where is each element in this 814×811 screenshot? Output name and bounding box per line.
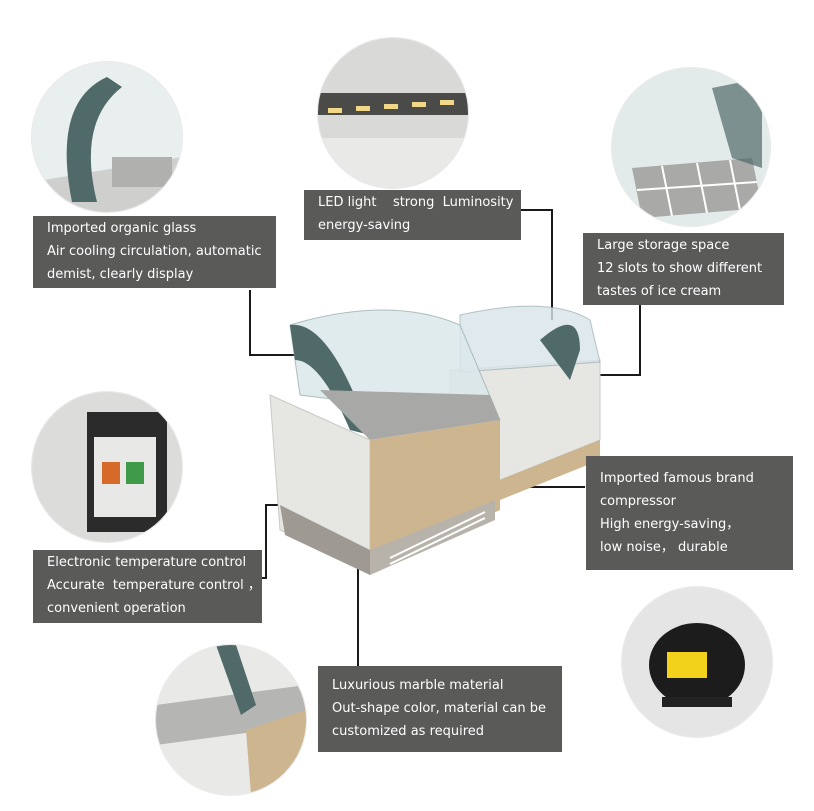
compressor-image [622,587,772,737]
ice-cream-display-cabinet-image [269,305,601,575]
feature-callout-storage: Large storage space 12 slots to show dif… [583,233,784,305]
feature-callout-glass: Imported organic glass Air cooling circu… [33,216,276,288]
feature-compressor-line: compressor [600,494,676,509]
feature-callout-compressor: Imported famous brand compressor High en… [586,456,793,570]
feature-temperature-title: Electronic temperature control [47,555,247,570]
feature-glass-title: Imported organic glass [47,221,197,236]
feature-temperature-line: Accurate temperature control ， [47,578,261,593]
temperature-control-panel-image [32,392,182,542]
feature-led-line: energy-saving [318,218,411,233]
feature-marble-line: customized as required [332,724,485,739]
feature-temperature-line: convenient operation [47,601,186,616]
feature-callout-led: LED light strong Luminosity energy-savin… [304,190,521,240]
leader-line-led [520,209,553,320]
led-light-detail-image [318,38,468,188]
feature-led-title: LED light strong Luminosity [318,195,514,210]
feature-glass-line: demist, clearly display [47,267,194,282]
feature-marble-title: Luxurious marble material [332,678,504,693]
marble-material-detail-image [156,645,306,795]
feature-compressor-title: Imported famous brand [600,471,754,486]
feature-compressor-line: low noise， durable [600,540,728,555]
feature-storage-line: 12 slots to show different [597,261,763,276]
feature-callout-temperature: Electronic temperature control Accurate … [33,550,262,623]
feature-callout-marble: Luxurious marble material Out-shape colo… [318,666,562,752]
storage-slots-detail-image [612,68,770,226]
feature-storage-line: tastes of ice cream [597,284,722,299]
feature-glass-line: Air cooling circulation, automatic [47,244,262,259]
feature-marble-line: Out-shape color, material can be [332,701,547,716]
glass-detail-image [32,62,182,212]
leader-line-glass [249,290,300,356]
feature-storage-title: Large storage space [597,238,730,253]
feature-compressor-line: High energy-saving， [600,517,740,532]
